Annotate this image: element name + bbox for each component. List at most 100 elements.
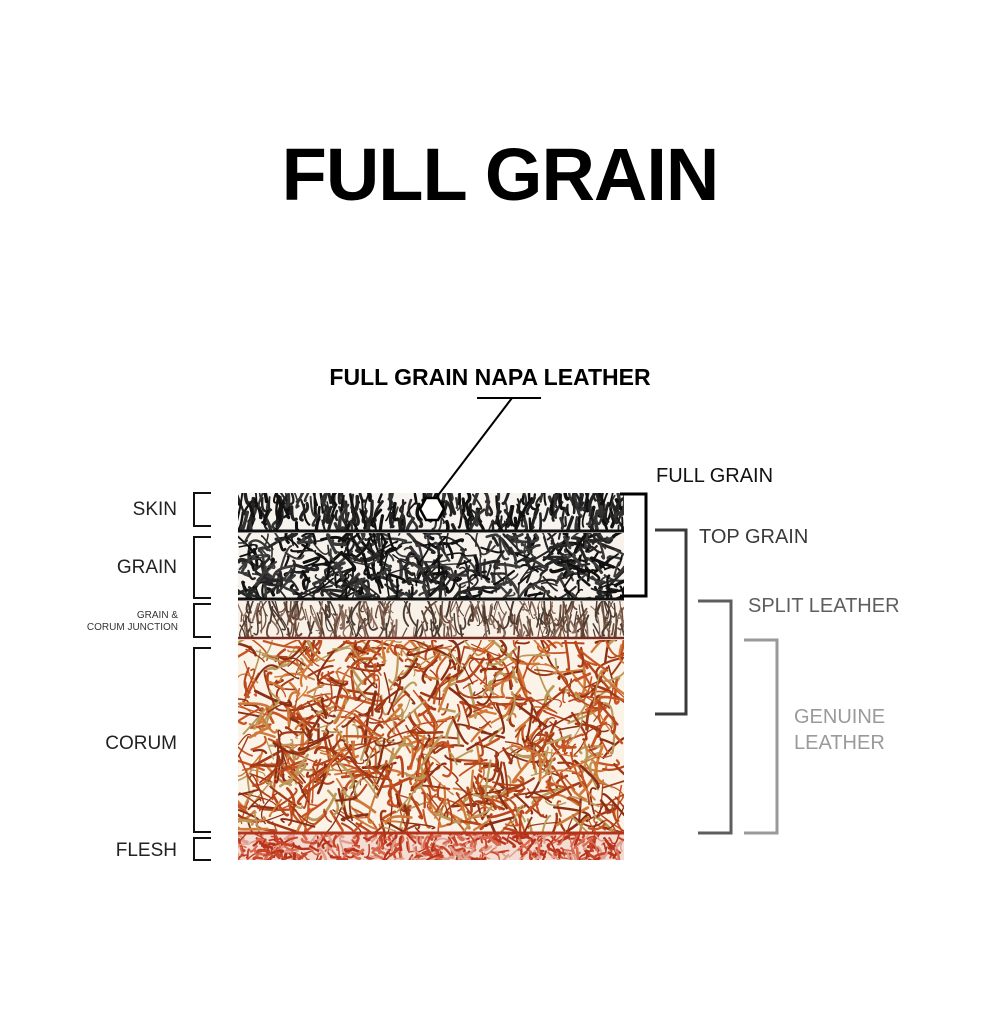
fiber-stroke — [349, 757, 375, 779]
fiber-stroke — [594, 640, 618, 644]
fiber-stroke — [397, 518, 403, 531]
fiber-stroke — [379, 835, 385, 850]
fiber-stroke — [532, 834, 544, 838]
fiber-stroke — [442, 740, 453, 778]
fiber-stroke — [595, 656, 624, 682]
fiber-stroke — [307, 640, 314, 654]
fiber-stroke — [538, 512, 543, 531]
fiber-stroke — [262, 849, 273, 857]
fiber-stroke — [464, 501, 471, 517]
fiber-stroke — [619, 841, 623, 852]
fiber-stroke — [424, 801, 434, 814]
fiber-stroke — [415, 734, 426, 754]
fiber-stroke — [368, 607, 373, 624]
fiber-stroke — [388, 669, 404, 691]
fiber-stroke — [512, 649, 521, 663]
fiber-stroke — [523, 601, 530, 615]
fiber-stroke — [505, 592, 516, 597]
fiber-stroke — [266, 820, 301, 832]
fiber-stroke — [387, 834, 395, 841]
fiber-stroke — [495, 580, 513, 588]
fiber-stroke — [337, 760, 355, 790]
fiber-stroke — [470, 769, 475, 793]
fiber-stroke — [455, 497, 459, 510]
fiber-stroke — [542, 575, 558, 592]
fiber-stroke — [564, 601, 573, 615]
fiber-stroke — [427, 808, 442, 827]
fiber-stroke — [518, 809, 525, 832]
fiber-stroke — [352, 676, 370, 702]
fiber-stroke — [502, 615, 510, 630]
fiber-stroke — [335, 585, 349, 599]
fiber-stroke — [387, 573, 406, 583]
fiber-stroke — [368, 533, 375, 543]
fiber-stroke — [278, 761, 307, 788]
fiber-stroke — [542, 834, 556, 837]
fiber-stroke — [361, 552, 371, 580]
fiber-stroke — [591, 821, 598, 832]
fiber-stroke — [443, 765, 459, 783]
fiber-stroke — [540, 582, 558, 587]
fiber-stroke — [464, 602, 473, 618]
fiber-stroke — [326, 789, 340, 817]
fiber-stroke — [479, 667, 504, 673]
fiber-stroke — [261, 640, 274, 660]
fiber-stroke — [396, 755, 405, 778]
fiber-stroke — [253, 649, 262, 674]
fiber-stroke — [528, 517, 532, 531]
fiber-stroke — [246, 819, 254, 832]
fiber-stroke — [506, 691, 516, 722]
junction-label-line1: GRAIN & — [136, 610, 178, 621]
fiber-stroke — [335, 618, 341, 638]
fiber-stroke — [520, 542, 535, 558]
fiber-stroke — [505, 601, 514, 617]
fiber-stroke — [513, 516, 518, 531]
fiber-stroke — [297, 733, 334, 751]
fiber-stroke — [269, 689, 281, 701]
genuine-leather-label-line1: GENUINE — [794, 706, 886, 728]
fiber-stroke — [259, 607, 267, 632]
fiber-stroke — [308, 834, 319, 845]
fiber-stroke — [417, 836, 422, 845]
fiber-stroke — [546, 843, 557, 854]
fiber-stroke — [405, 724, 422, 742]
fiber-stroke — [558, 818, 566, 832]
fiber-stroke — [393, 846, 398, 859]
fiber-stroke — [330, 539, 348, 546]
fiber-stroke — [550, 748, 559, 786]
fiber-stroke — [589, 787, 597, 815]
fiber-stroke — [448, 751, 458, 766]
fiber-stroke — [573, 840, 584, 849]
fiber-stroke — [448, 686, 473, 718]
fiber-stroke — [352, 834, 362, 840]
fiber-stroke — [340, 822, 355, 832]
fiber-stroke — [482, 630, 489, 638]
fiber-stroke — [372, 674, 380, 708]
fiber-stroke — [418, 837, 423, 850]
fiber-stroke — [446, 552, 466, 557]
fiber-stroke — [617, 493, 624, 517]
fiber-stroke — [513, 793, 534, 815]
fiber-stroke — [516, 503, 523, 522]
fiber-stroke — [596, 533, 606, 560]
split-leather-label: SPLIT LEATHER — [748, 595, 900, 617]
fiber-stroke — [558, 677, 578, 692]
fiber-stroke — [508, 743, 537, 762]
fiber-stroke — [485, 533, 499, 539]
fiber-stroke — [449, 656, 459, 670]
fiber-stroke — [620, 516, 624, 531]
fiber-stroke — [436, 782, 442, 802]
fiber-stroke — [269, 618, 280, 636]
fiber-stroke — [238, 733, 252, 746]
fiber-stroke — [403, 546, 419, 558]
fiber-stroke — [446, 542, 454, 560]
fiber-stroke — [556, 834, 566, 846]
fiber-stroke — [592, 852, 606, 860]
flesh-label: FLESH — [115, 840, 177, 861]
fiber-stroke — [348, 812, 382, 831]
fiber-stroke — [483, 605, 487, 625]
fiber-stroke — [264, 578, 284, 585]
fiber-stroke — [456, 606, 464, 631]
fiber-stroke — [396, 644, 416, 657]
fiber-stroke — [275, 837, 293, 847]
